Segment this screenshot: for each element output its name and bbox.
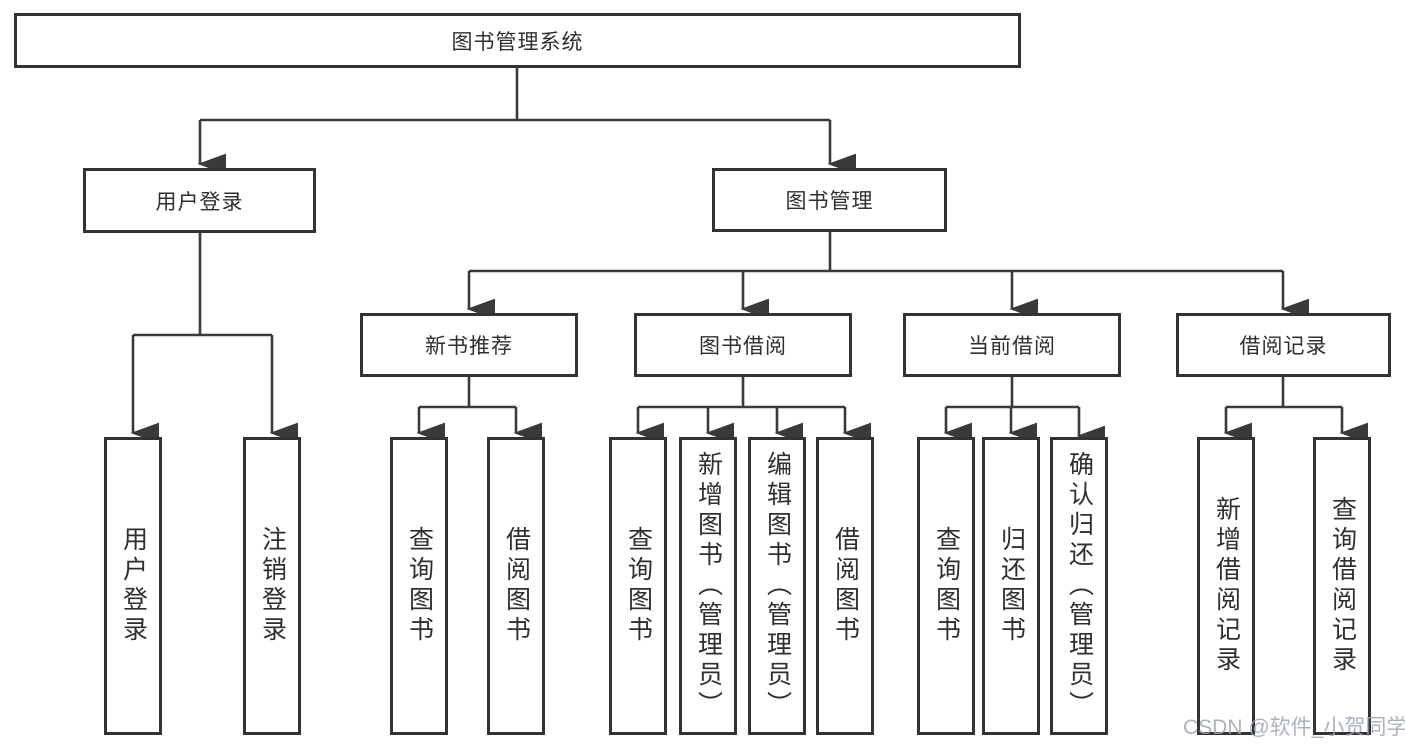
node-label: 当前借阅 — [968, 335, 1056, 358]
node-label: 借阅图书 — [502, 526, 531, 646]
node-label: 编辑图书（管理员） — [763, 451, 792, 721]
node-label: 查询图书 — [932, 526, 961, 646]
leaf-cb-query-books: 查询图书 — [917, 437, 975, 735]
node-label: 新增图书（管理员） — [694, 451, 723, 721]
leaf-bb-query-books: 查询图书 — [609, 437, 667, 735]
connector-bookmgmt-bar — [469, 232, 1283, 273]
node-label: 归还图书 — [997, 526, 1026, 646]
leaf-bb-borrow-books: 借阅图书 — [816, 437, 874, 735]
leaf-logout-login: 注销登录 — [243, 437, 301, 735]
node-label: 借阅图书 — [831, 526, 860, 646]
connector-bb-bar — [638, 377, 845, 409]
connector-br-bar — [1226, 377, 1342, 409]
node-label: 查询图书 — [405, 526, 434, 646]
connector-nbr-bar — [419, 377, 516, 409]
leaf-nbr-borrow-books: 借阅图书 — [487, 437, 545, 735]
connector-root-bar — [200, 68, 830, 122]
node-label: 确认归还（管理员） — [1065, 451, 1094, 721]
node-label: 借阅记录 — [1239, 335, 1328, 358]
leaf-bb-edit-books-admin: 编辑图书（管理员） — [748, 437, 806, 735]
connector-userlogin-bar — [133, 233, 272, 337]
node-system-root: 图书管理系统 — [14, 13, 1021, 68]
leaf-cb-confirm-return-admin: 确认归还（管理员） — [1050, 437, 1108, 735]
node-borrowing-records: 借阅记录 — [1176, 313, 1391, 377]
node-label: 用户登录 — [119, 526, 148, 646]
node-label: 新增借阅记录 — [1212, 496, 1241, 676]
leaf-cb-return-books: 归还图书 — [982, 437, 1040, 735]
leaf-user-login: 用户登录 — [104, 437, 162, 735]
node-user-login: 用户登录 — [83, 168, 316, 233]
node-label: 用户登录 — [155, 190, 244, 214]
watermark: CSDN @软件_小贺同学 — [1183, 716, 1405, 739]
node-label: 图书管理系统 — [451, 30, 584, 54]
node-current-borrowing: 当前借阅 — [903, 313, 1121, 377]
leaf-bb-add-books-admin: 新增图书（管理员） — [679, 437, 737, 735]
connector-cb-bar — [946, 377, 1079, 409]
node-book-borrowing: 图书借阅 — [634, 313, 852, 377]
node-label: 查询图书 — [624, 526, 653, 646]
node-label: 注销登录 — [258, 526, 287, 646]
node-label: 查询借阅记录 — [1328, 496, 1357, 676]
node-book-management: 图书管理 — [712, 168, 947, 232]
node-new-book-recommend: 新书推荐 — [360, 313, 578, 377]
node-label: 图书管理 — [785, 190, 874, 213]
node-label: 新书推荐 — [425, 335, 513, 358]
node-label: 图书借阅 — [699, 335, 787, 358]
leaf-br-add-record: 新增借阅记录 — [1197, 437, 1255, 735]
leaf-nbr-query-books: 查询图书 — [390, 437, 448, 735]
leaf-br-query-record: 查询借阅记录 — [1313, 437, 1371, 735]
